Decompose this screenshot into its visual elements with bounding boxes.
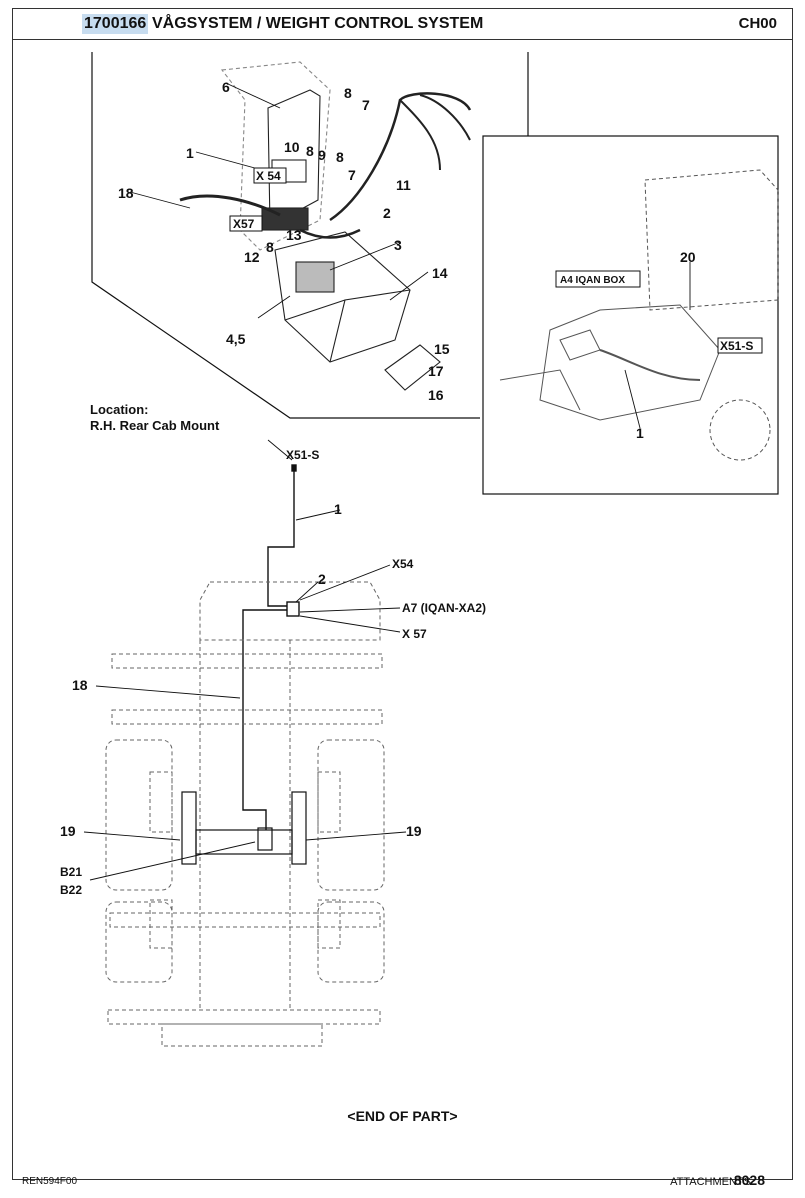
section-code: CH00: [738, 15, 777, 32]
callout-19-right: 19: [406, 823, 422, 839]
x51s-schematic-label: X51-S: [286, 448, 319, 462]
callout-2-upper: 2: [383, 205, 391, 221]
callout-7-mid: 7: [348, 167, 356, 183]
exploded-view-boundary: [91, 52, 480, 419]
callout-12: 12: [244, 249, 260, 265]
callout-17: 17: [428, 363, 444, 379]
x51s-inset-label: X51-S: [720, 339, 753, 353]
callout-8-right: 8: [336, 149, 344, 165]
callout-18-upper: 18: [118, 185, 134, 201]
x54-connector-box: [253, 167, 287, 184]
ecu-assembly: [179, 61, 472, 391]
leader-lines: [83, 83, 691, 881]
callout-8-low: 8: [266, 239, 274, 255]
x57-label: X57: [233, 217, 255, 231]
callout-16: 16: [428, 387, 444, 403]
inset-view-box: [482, 135, 779, 495]
page-number: 8028: [733, 1172, 765, 1188]
x57-schematic-label: X 57: [402, 627, 427, 641]
callout-19-left: 19: [60, 823, 76, 839]
callout-7-top: 7: [362, 97, 370, 113]
page-frame: [12, 8, 793, 1180]
part-number: 1700166: [82, 14, 149, 34]
callout-3: 3: [394, 237, 402, 253]
callout-9: 9: [318, 147, 326, 163]
callout-15: 15: [434, 341, 450, 357]
callout-1-upper: 1: [186, 145, 194, 161]
callout-20: 20: [680, 249, 696, 265]
location-heading: Location:: [90, 402, 149, 417]
callout-10: 10: [284, 139, 300, 155]
a4-iqan-box-label: A4 IQAN BOX: [560, 275, 625, 286]
callout-1-inset: 1: [636, 425, 644, 441]
x51s-connector-box: [717, 337, 763, 354]
a7-iqan-xa2-label: A7 (IQAN-XA2): [402, 601, 486, 615]
cab-inset-sketch: [499, 169, 779, 461]
tractor-outline: [105, 581, 385, 1047]
callout-18-schematic: 18: [72, 677, 88, 693]
axle-and-sensors: [181, 791, 307, 865]
a4-iqan-box-label-box: [555, 270, 641, 288]
callout-11: 11: [396, 177, 411, 193]
location-note: Location: R.H. Rear Cab Mount: [90, 402, 219, 434]
callout-1-schematic: 1: [334, 501, 342, 517]
schematic-wiring: [242, 464, 300, 830]
b21-label: B21: [60, 865, 82, 879]
callout-8-top: 8: [344, 85, 352, 101]
callout-13: 13: [286, 227, 302, 243]
page-title: VÅGSYSTEM / WEIGHT CONTROL SYSTEM: [152, 15, 484, 32]
callout-14: 14: [432, 265, 448, 281]
footer-code: REN594F00: [22, 1176, 78, 1187]
callout-2-schematic: 2: [318, 571, 326, 587]
page-header: 1700166 VÅGSYSTEM / WEIGHT CONTROL SYSTE…: [12, 8, 793, 40]
callout-8-mid: 8: [306, 143, 314, 159]
x54-label: X 54: [256, 169, 281, 183]
x54-schematic-label: X54: [392, 557, 414, 571]
callout-6: 6: [222, 79, 230, 95]
location-text: R.H. Rear Cab Mount: [90, 418, 220, 433]
x57-connector-box: [229, 215, 263, 232]
end-of-part: <END OF PART>: [347, 1108, 458, 1124]
b22-label: B22: [60, 883, 82, 897]
footer-section: ATTACHMENTS: [670, 1176, 751, 1188]
callout-4-5: 4,5: [226, 331, 246, 347]
